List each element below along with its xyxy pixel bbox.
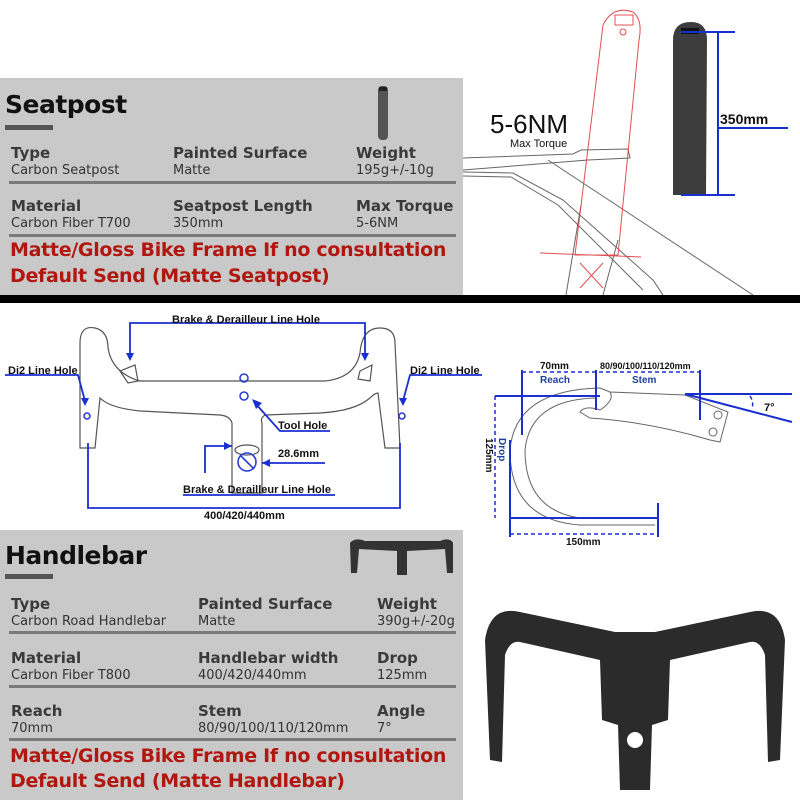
divider (9, 181, 456, 184)
spec-value-stem: 80/90/100/110/120mm (198, 721, 349, 736)
seatpost-spec-panel: Seatpost Type Carbon Seatpost Painted Su… (0, 78, 463, 295)
notice-line-1: Matte/Gloss Bike Frame If no consultatio… (10, 239, 447, 261)
spec-value-weight: 390g+/-20g (377, 614, 455, 629)
spec-label-surface: Painted Surface (173, 144, 308, 162)
stem-label: Stem (632, 375, 657, 386)
di2-right-label: Di2 Line Hole (410, 365, 480, 377)
spec-label-angle: Angle (377, 702, 426, 720)
reach-value: 70mm (540, 361, 569, 372)
spec-label-torque: Max Torque (356, 197, 454, 215)
angle-value: 7° (764, 402, 775, 414)
spec-label-weight: Weight (356, 144, 416, 162)
notice-line-2: Default Send (Matte Seatpost) (10, 265, 330, 287)
tool-hole-label: Tool Hole (278, 420, 327, 432)
reach-label: Reach (540, 375, 570, 386)
spec-value-surface: Matte (173, 163, 211, 178)
handlebar-thumbnail (350, 539, 453, 575)
seatpost-photo (673, 22, 707, 195)
seatpost-diagram: 5-6NM Max Torque 350mm (463, 9, 788, 295)
spec-value-angle: 7° (377, 721, 392, 736)
spec-value-material: Carbon Fiber T800 (11, 668, 131, 683)
seatpost-thumbnail (378, 86, 388, 140)
side-width-value: 150mm (566, 537, 601, 548)
divider (9, 234, 456, 237)
torque-value: 5-6NM (490, 109, 568, 139)
spec-label-drop: Drop (377, 649, 418, 667)
spec-value-material: Carbon Fiber T700 (11, 216, 131, 231)
handlebar-spec-panel: Handlebar Type Carbon Road Handlebar Pai… (0, 530, 463, 800)
handlebar-front-diagram: Brake & Derailleur Line Hole Di2 Line Ho… (5, 314, 482, 522)
spec-label-reach: Reach (11, 702, 63, 720)
handlebar-title: Handlebar (5, 541, 147, 570)
section-divider (0, 295, 800, 303)
spec-value-torque: 5-6NM (356, 216, 399, 231)
spec-value-drop: 125mm (377, 668, 428, 683)
spec-label-length: Seatpost Length (173, 197, 313, 215)
spec-label-stem: Stem (198, 702, 242, 720)
divider (9, 738, 456, 741)
handlebar-photo (485, 610, 785, 790)
spec-label-material: Material (11, 197, 82, 215)
handlebar-side-diagram: 70mm Reach 80/90/100/110/120mm Stem 7° D… (483, 361, 793, 548)
spec-value-type: Carbon Road Handlebar (11, 614, 167, 629)
torque-caption: Max Torque (510, 138, 567, 150)
notice-line-2: Default Send (Matte Handlebar) (10, 770, 345, 792)
divider (9, 631, 456, 634)
di2-left-label: Di2 Line Hole (8, 365, 78, 377)
title-underline (5, 574, 53, 579)
spec-value-surface: Matte (198, 614, 236, 629)
spec-value-type: Carbon Seatpost (11, 163, 120, 178)
spec-value-weight: 195g+/-10g (356, 163, 434, 178)
seatpost-length-dimension: 350mm (720, 111, 768, 127)
spec-label-width: Handlebar width (198, 649, 339, 667)
spec-label-material: Material (11, 649, 82, 667)
spec-label-type: Type (11, 144, 51, 162)
notice-line-1: Matte/Gloss Bike Frame If no consultatio… (10, 745, 447, 767)
spec-value-width: 400/420/440mm (198, 668, 307, 683)
spec-label-surface: Painted Surface (198, 595, 333, 613)
drop-value: 125mm (483, 438, 494, 473)
brake-line-hole-bottom-label: Brake & Derailleur Line Hole (183, 484, 331, 496)
drop-label: Drop (496, 438, 507, 461)
title-underline (5, 125, 53, 130)
spec-value-length: 350mm (173, 216, 224, 231)
handlebar-width-dimension: 400/420/440mm (204, 510, 285, 522)
brake-line-hole-top-label: Brake & Derailleur Line Hole (172, 314, 320, 326)
spec-label-type: Type (11, 595, 51, 613)
seatpost-title: Seatpost (5, 90, 127, 119)
clamp-diameter-label: 28.6mm (278, 448, 319, 460)
spec-label-weight: Weight (377, 595, 437, 613)
spec-value-reach: 70mm (11, 721, 53, 736)
stem-value: 80/90/100/110/120mm (600, 361, 691, 371)
divider (9, 685, 456, 688)
